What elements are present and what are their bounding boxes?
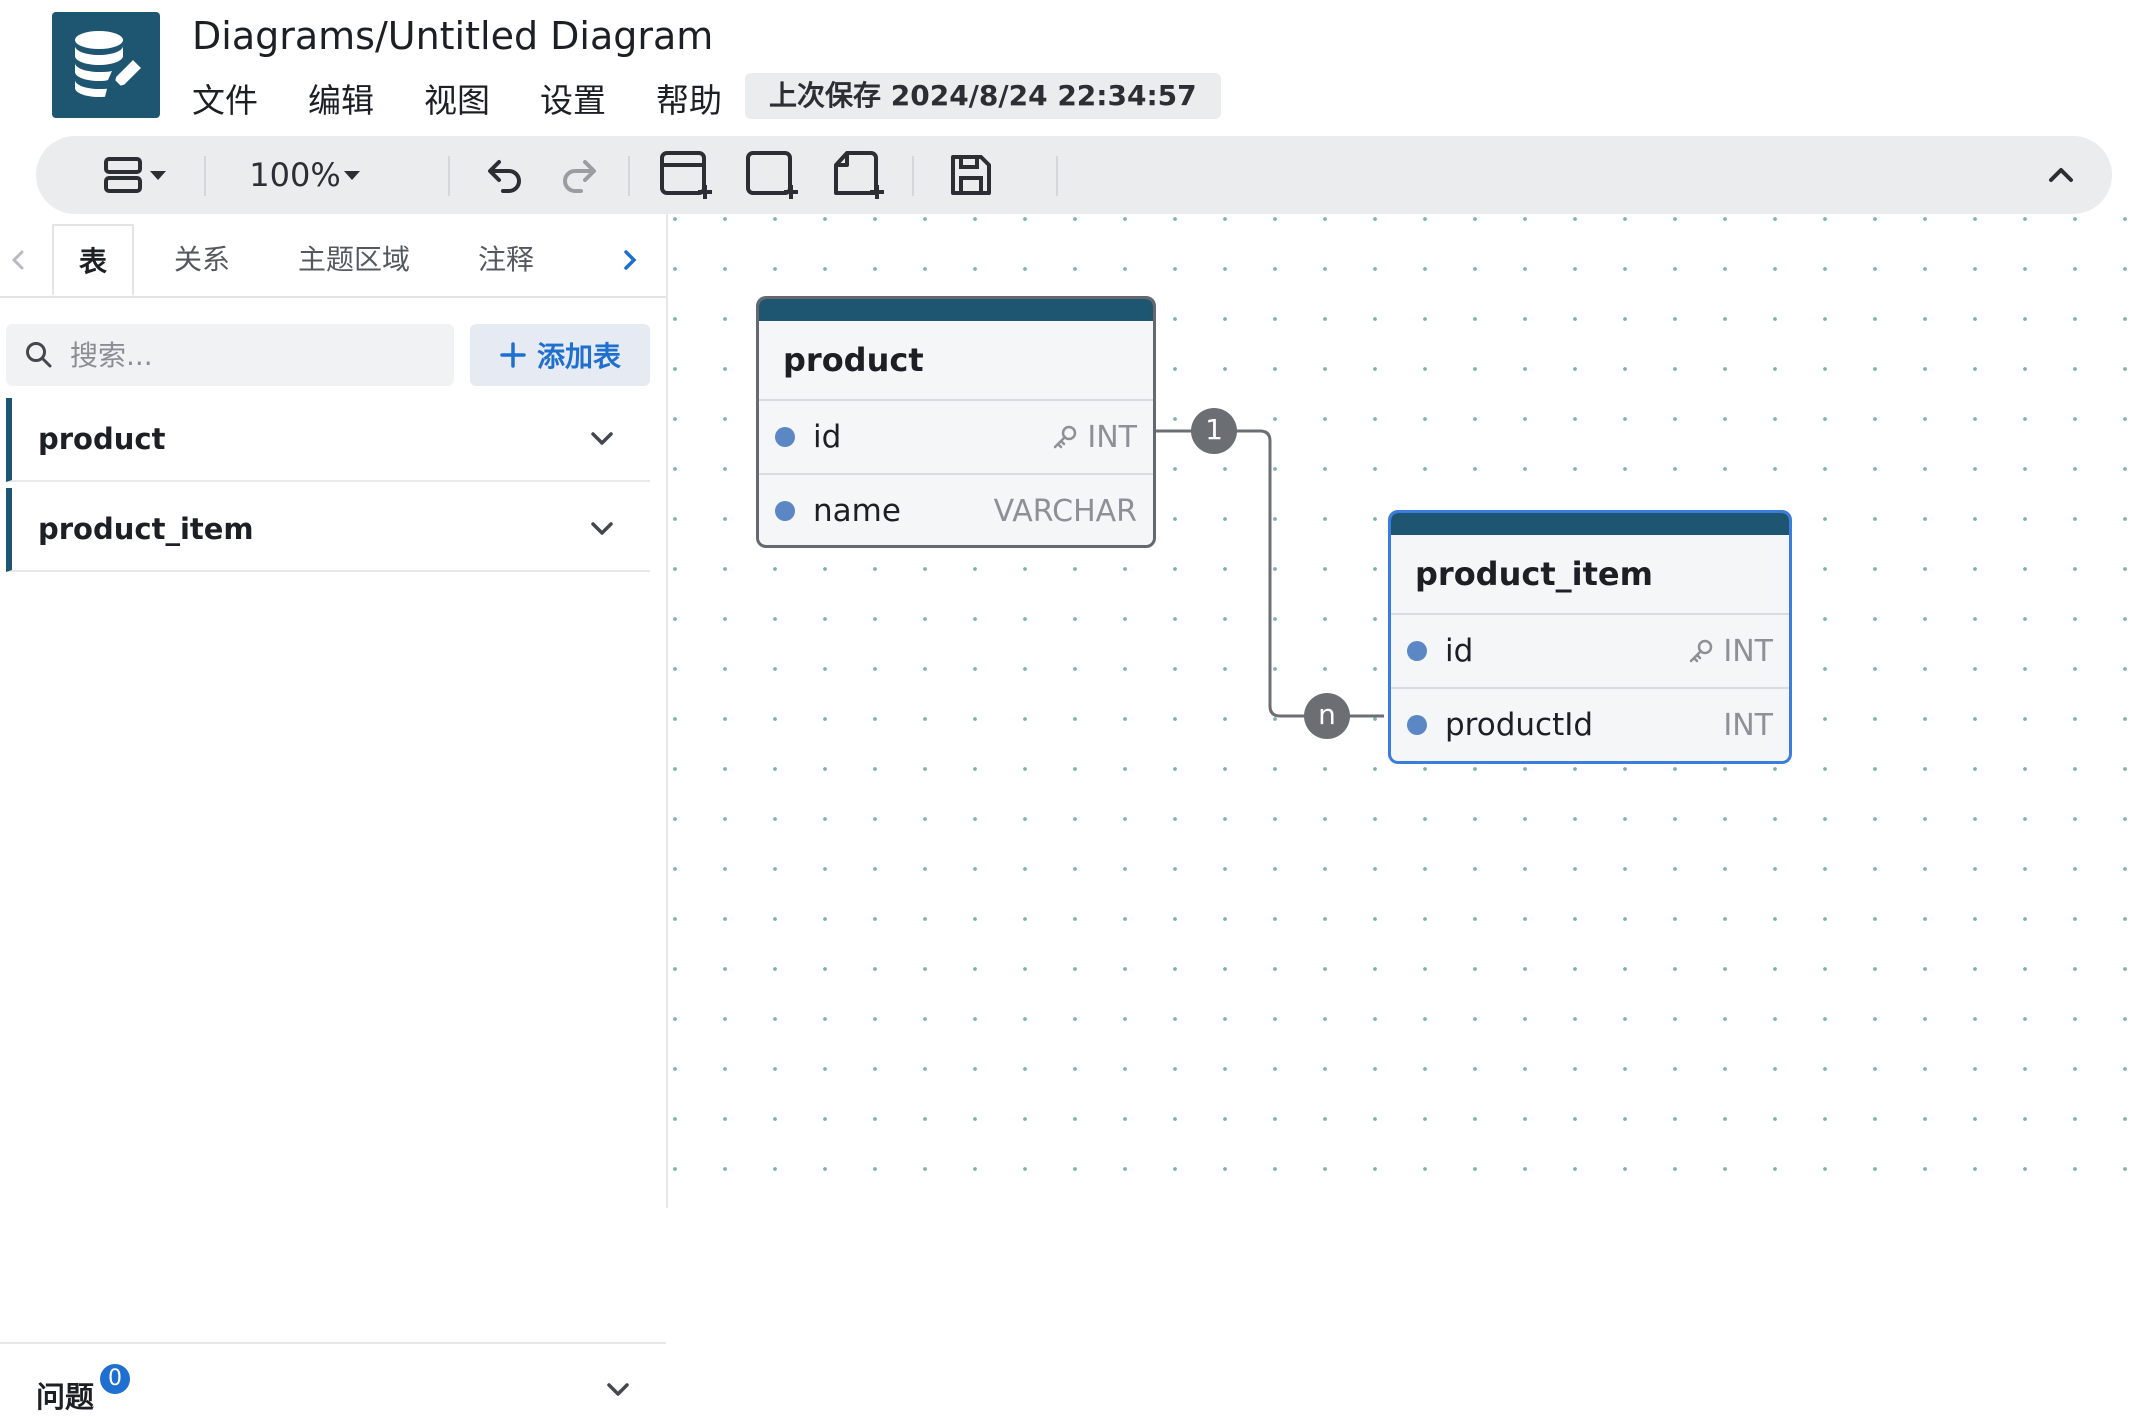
last-saved-badge: 上次保存 2024/8/24 22:34:57	[745, 73, 1221, 119]
field-type-label: VARCHAR	[993, 493, 1137, 529]
add-note-icon	[834, 151, 884, 199]
plus-icon	[500, 342, 526, 368]
tab-subject-areas[interactable]: 主题区域	[298, 243, 411, 276]
key-icon	[1690, 639, 1713, 663]
menu-help[interactable]: 帮助	[656, 81, 722, 120]
add-note-button[interactable]	[824, 136, 894, 214]
undo-button[interactable]	[476, 136, 536, 214]
table-header-bar	[759, 299, 1153, 321]
collapse-toolbar-button[interactable]	[2036, 136, 2086, 214]
search-icon	[26, 342, 52, 368]
table-list-item-name: product_item	[38, 512, 254, 546]
table-list-item-product[interactable]: product	[6, 398, 650, 482]
cardinality-many-badge: n	[1304, 693, 1350, 739]
chevron-down-icon[interactable]	[604, 1380, 632, 1400]
diagram-title[interactable]: Diagrams/Untitled Diagram	[192, 14, 714, 58]
issues-panel[interactable]: 问题 0	[0, 1342, 666, 1424]
field-handle[interactable]	[1407, 715, 1427, 735]
app-logo[interactable]	[52, 12, 160, 118]
chevron-right-icon	[624, 250, 637, 270]
chevron-down-icon	[343, 171, 360, 180]
table-header-bar	[1391, 513, 1789, 535]
field-row[interactable]: id INT	[1391, 615, 1789, 689]
tabs-scroll-right[interactable]	[620, 224, 650, 296]
zoom-level: 100%	[249, 156, 341, 194]
database-edit-icon	[75, 31, 145, 97]
add-table-icon	[660, 151, 712, 199]
redo-button[interactable]	[548, 136, 608, 214]
field-type: INT	[1051, 420, 1137, 455]
field-type: INT	[1687, 634, 1773, 669]
tabs-scroll-left[interactable]	[8, 224, 38, 296]
zoom-dropdown[interactable]: 100%	[236, 136, 376, 214]
menu-edit[interactable]: 编辑	[308, 81, 374, 120]
field-type-label: INT	[1087, 419, 1137, 455]
add-table-button[interactable]	[652, 136, 722, 214]
table-name: product	[759, 321, 1153, 401]
chevron-left-icon	[11, 250, 24, 270]
chevron-up-icon	[2049, 168, 2073, 182]
field-row[interactable]: name VARCHAR	[759, 475, 1153, 545]
menu-view[interactable]: 视图	[424, 81, 490, 120]
save-button[interactable]	[936, 136, 1006, 214]
field-name: name	[813, 493, 901, 529]
search-input[interactable]	[68, 337, 432, 373]
tab-notes[interactable]: 注释	[478, 243, 535, 276]
issues-count-badge: 0	[100, 1364, 130, 1394]
add-area-button[interactable]	[738, 136, 808, 214]
save-icon	[951, 155, 991, 195]
relationship-line[interactable]	[668, 214, 2146, 1208]
field-type-label: INT	[1723, 633, 1773, 669]
search-box	[6, 324, 454, 386]
key-icon	[1054, 425, 1077, 449]
add-area-icon	[746, 151, 798, 199]
field-row[interactable]: id INT	[759, 401, 1153, 475]
tab-tables[interactable]: 表	[52, 224, 134, 296]
redo-icon	[563, 160, 596, 193]
field-handle[interactable]	[775, 501, 795, 521]
sidebar-tabs: 表 关系 主题区域 注释	[0, 224, 666, 298]
menu-file[interactable]: 文件	[192, 81, 258, 120]
menu-bar: 文件 编辑 视图 设置 帮助	[192, 74, 772, 122]
diagram-canvas[interactable]: 1 n product id INT name VARCHAR product_…	[668, 214, 2146, 1208]
sidebar: 表 关系 主题区域 注释 添加表 product product_item	[0, 214, 668, 1424]
field-handle[interactable]	[1407, 641, 1427, 661]
table-list-item-product-item[interactable]: product_item	[6, 488, 650, 572]
chevron-down-icon[interactable]	[588, 429, 616, 449]
toolbar: 100%	[36, 136, 2112, 214]
field-type-label: INT	[1723, 707, 1773, 743]
tab-relationships[interactable]: 关系	[174, 243, 231, 276]
field-handle[interactable]	[775, 427, 795, 447]
undo-icon	[488, 160, 521, 193]
issues-label: 问题	[36, 1380, 95, 1414]
field-name: id	[813, 419, 842, 455]
field-name: productId	[1445, 707, 1594, 743]
layout-button[interactable]	[92, 136, 182, 214]
er-table-product[interactable]: product id INT name VARCHAR	[756, 296, 1156, 548]
field-row[interactable]: productId INT	[1391, 689, 1789, 761]
table-name: product_item	[1391, 535, 1789, 615]
chevron-down-icon[interactable]	[588, 519, 616, 539]
add-table-label: 添加表	[536, 340, 621, 373]
table-list-item-name: product	[38, 422, 166, 456]
menu-settings[interactable]: 设置	[540, 81, 606, 120]
layout-icon	[104, 157, 166, 193]
field-name: id	[1445, 633, 1474, 669]
add-table-sidebar-button[interactable]: 添加表	[470, 324, 650, 386]
er-table-product-item[interactable]: product_item id INT productId INT	[1388, 510, 1792, 764]
cardinality-one-badge: 1	[1191, 408, 1237, 454]
